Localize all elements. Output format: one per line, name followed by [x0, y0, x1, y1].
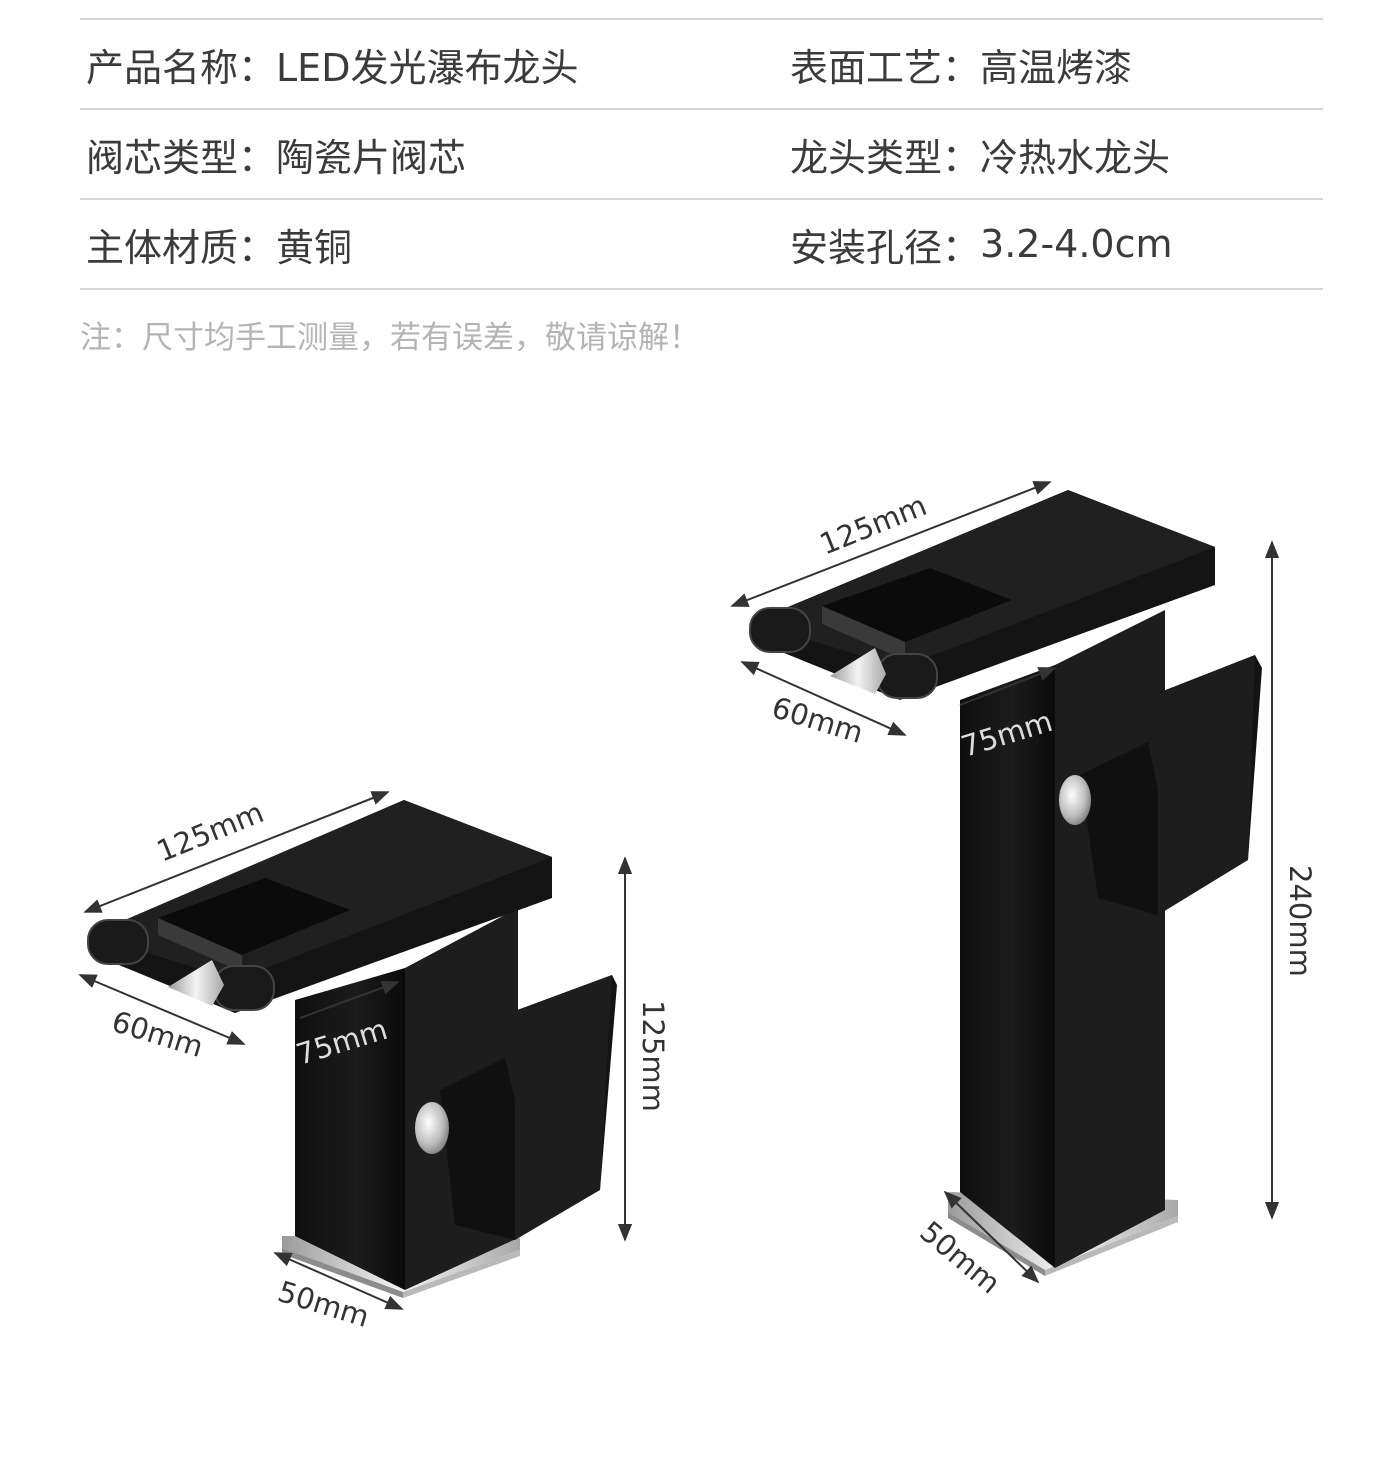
tall-faucet [749, 490, 1262, 1276]
short-base-label: 50mm [274, 1274, 373, 1334]
spec-row: 主体材质：黄铜 安装孔径：3.2-4.0cm [80, 198, 1323, 290]
spec-label: 产品名称： [86, 45, 277, 90]
short-width-label: 125mm [152, 795, 268, 868]
short-depth-label: 60mm [108, 1004, 207, 1064]
tall-height-label: 240mm [1283, 865, 1317, 977]
spec-label: 阀芯类型： [86, 135, 277, 180]
spec-label: 主体材质： [86, 225, 277, 270]
spec-label: 表面工艺： [790, 45, 981, 90]
measurement-note: 注：尺寸均手工测量，若有误差，敬请谅解！ [80, 320, 700, 356]
spec-body-material: 主体材质：黄铜 [86, 200, 352, 288]
spec-value: 高温烤漆 [980, 45, 1133, 90]
spec-value: 陶瓷片阀芯 [276, 135, 467, 180]
short-knob-icon [415, 1102, 449, 1154]
spec-row: 阀芯类型：陶瓷片阀芯 龙头类型：冷热水龙头 [80, 108, 1323, 198]
spec-value: 黄铜 [276, 225, 353, 270]
spec-value: LED发光瀑布龙头 [276, 45, 579, 90]
spec-valve-core: 阀芯类型：陶瓷片阀芯 [86, 110, 466, 198]
spec-value: 冷热水龙头 [980, 135, 1171, 180]
spec-product-name: 产品名称：LED发光瀑布龙头 [86, 20, 578, 108]
spec-value: 3.2-4.0cm [980, 222, 1173, 266]
spec-hole-diameter: 安装孔径：3.2-4.0cm [790, 200, 1173, 288]
spec-label: 龙头类型： [790, 135, 981, 180]
spec-surface-finish: 表面工艺：高温烤漆 [790, 20, 1132, 108]
spec-row: 产品名称：LED发光瀑布龙头 表面工艺：高温烤漆 [80, 18, 1323, 108]
spec-faucet-type: 龙头类型：冷热水龙头 [790, 110, 1170, 198]
tall-body [960, 665, 1055, 1268]
tall-knob-icon [1059, 775, 1091, 825]
tall-depth-label: 60mm [768, 690, 867, 750]
short-body [295, 968, 405, 1290]
short-height-label: 125mm [636, 1000, 670, 1112]
spec-table: 产品名称：LED发光瀑布龙头 表面工艺：高温烤漆 阀芯类型：陶瓷片阀芯 龙头类型… [80, 18, 1323, 290]
spec-label: 安装孔径： [790, 225, 981, 270]
